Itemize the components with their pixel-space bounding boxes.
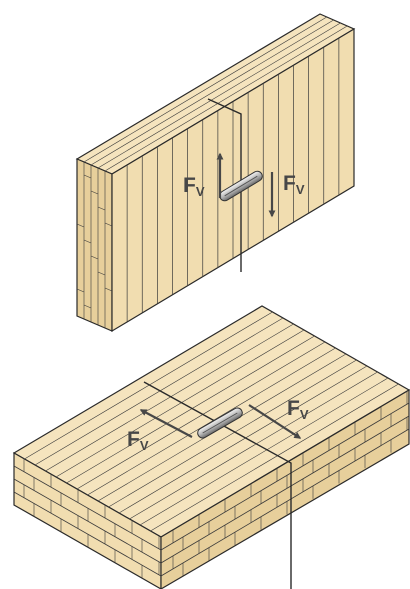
floor-layer-line: [160, 402, 410, 551]
wall-side-brick-line: [83, 304, 92, 309]
floor-panel: FV FV: [12, 305, 410, 589]
floor-force-label-left: FV: [127, 428, 149, 453]
floor-board-line: [87, 347, 336, 496]
wall-side-brick-line: [97, 206, 106, 211]
floor-grain-lines: [24, 311, 399, 532]
screw-connector-icon: [197, 407, 243, 439]
floor-layer-line: [13, 478, 162, 564]
floor-board-line: [76, 341, 326, 490]
wall-side-brick-line: [83, 239, 92, 244]
wall-top-layer-line: [90, 19, 334, 166]
floor-panel-joint: [143, 381, 292, 589]
wall-panel: FV FV: [75, 13, 356, 333]
screw-connector-icon: [219, 170, 263, 202]
floor-force-arrow-right: [248, 404, 302, 439]
wall-side-brick-line: [104, 222, 113, 227]
wall-force-label-left: FV: [183, 174, 205, 199]
floor-board-line: [66, 335, 315, 484]
wall-side-brick-line: [76, 223, 85, 228]
wall-side-layer-lines: [76, 162, 113, 328]
floor-board-line: [139, 377, 389, 526]
wall-side-brick-line: [97, 271, 106, 276]
floor-layer-lines: [13, 391, 410, 579]
floor-board-line: [129, 371, 378, 520]
floor-board-line: [34, 317, 284, 466]
wall-side-brick-line: [90, 190, 99, 195]
floor-board-line: [24, 311, 273, 460]
floor-board-line: [118, 365, 368, 514]
floor-board-line: [108, 359, 357, 508]
floor-layer-line: [13, 465, 162, 551]
floor-board-line: [150, 383, 399, 532]
wall-top-layer-lines: [83, 16, 348, 172]
wall-grain-lines: [126, 38, 340, 322]
wall-top-layer-line: [104, 25, 348, 172]
wall-side-brick-line: [104, 287, 113, 292]
floor-layer-line: [160, 415, 410, 564]
wall-side-brick-line: [83, 174, 92, 179]
floor-force-label-right: FV: [287, 397, 309, 422]
floor-layer-line: [160, 428, 410, 577]
wall-panel-joint: [207, 98, 242, 272]
wall-force-label-right: FV: [283, 172, 305, 197]
floor-board-line: [55, 329, 305, 478]
wall-side-brick-line: [90, 255, 99, 260]
wall-side-brick-line: [76, 288, 85, 293]
wall-side-face: [76, 158, 113, 332]
floor-force-arrow-left: [139, 409, 193, 438]
wall-top-layer-line: [97, 22, 341, 169]
floor-layer-line: [13, 491, 162, 577]
floor-board-line: [45, 323, 294, 472]
wall-top-layer-line: [83, 16, 327, 163]
